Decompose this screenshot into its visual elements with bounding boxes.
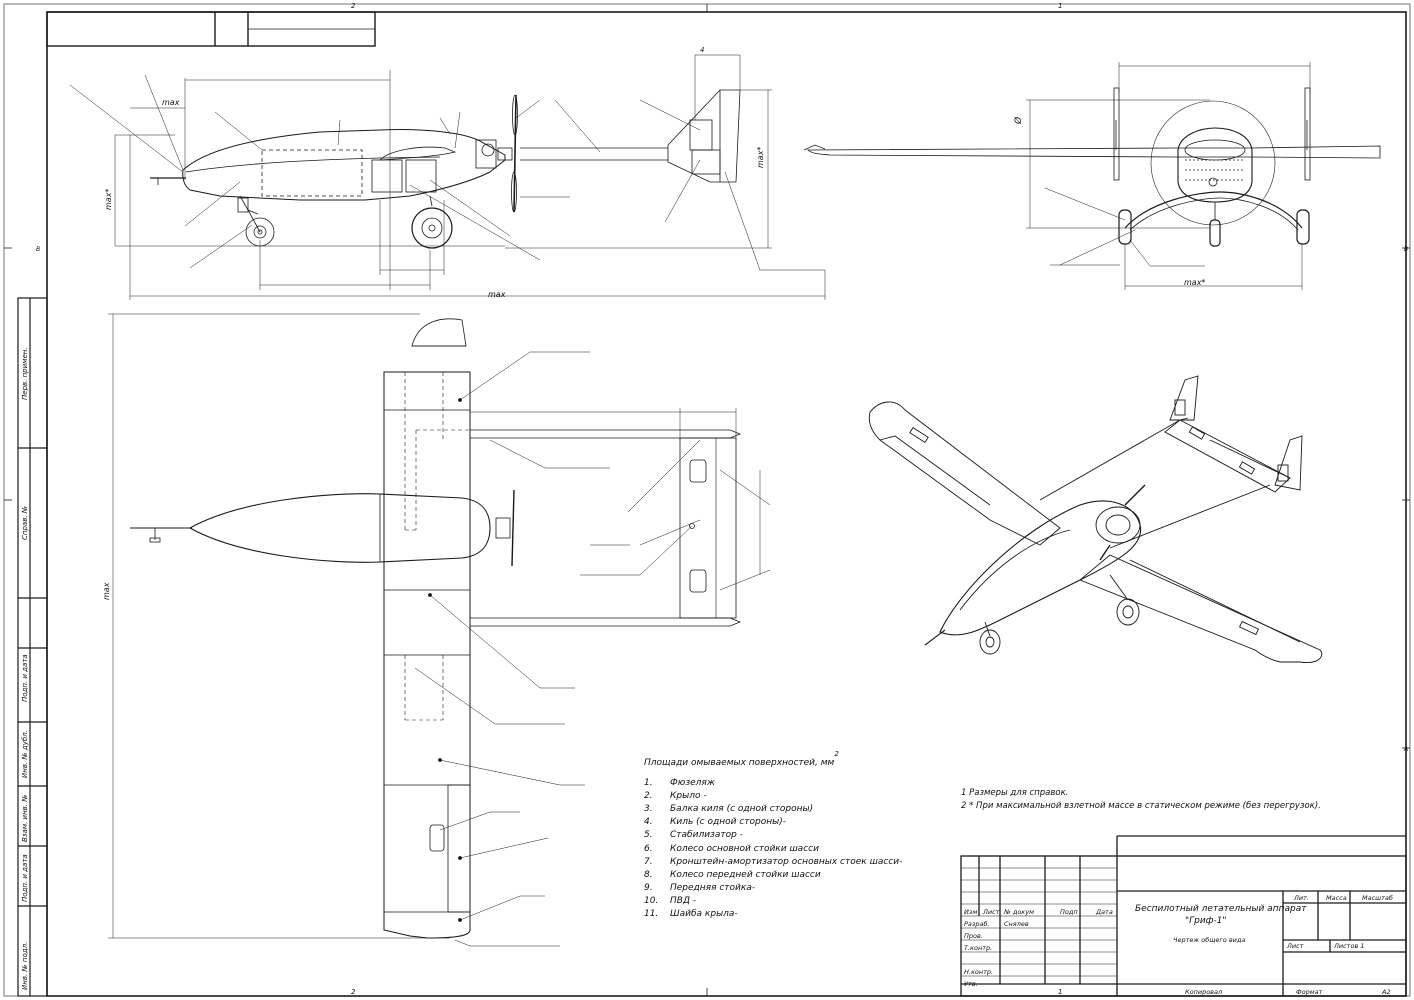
surface-area-item: 1.Фюзеляж — [644, 777, 715, 788]
front-view — [803, 62, 1381, 290]
tb-sheet-label: Лист — [1287, 942, 1304, 950]
note-2: 2 * При максимальной взлетной массе в ст… — [961, 801, 1321, 811]
tb-role-tech-control: Т.контр. — [964, 944, 993, 952]
tb-scale-label: Масштаб — [1362, 894, 1393, 902]
surface-area-item: 4.Киль (с одной стороны)- — [644, 817, 786, 828]
note-1: 1 Размеры для справок. — [961, 788, 1069, 798]
top-left-stamp — [46, 11, 376, 47]
tb-role-approved: Утв. — [964, 980, 978, 988]
side-tail-fin — [667, 89, 741, 183]
tb-role-developer: Разраб. — [964, 920, 990, 928]
binding-sign-date-2: Подп. и дата — [21, 854, 29, 902]
isometric-view — [868, 375, 1323, 663]
surface-area-item: 8.Колесо передней стойки шасси — [644, 869, 821, 880]
tb-lit-label: Лит. — [1294, 894, 1309, 902]
front-wing — [807, 145, 1381, 159]
dim-label-fragment-1: 4 — [700, 46, 705, 54]
dim-label-side-max-total: max — [488, 290, 506, 299]
tb-col-doc-no: № докум — [1004, 908, 1034, 916]
surface-area-item: 3.Балка киля (с одной стороны) — [644, 803, 814, 814]
tb-role-checked: Пров. — [964, 932, 983, 940]
zone-letter-left: B — [36, 246, 41, 253]
surface-areas-heading: Площади омываемых поверхностей, мм — [644, 758, 835, 768]
dim-label-tail-height: max* — [756, 146, 765, 168]
zone-number-bottom-right: 1 — [1058, 988, 1063, 996]
tb-product-name-line2: "Гриф-1" — [1185, 916, 1227, 926]
title-block-frame — [960, 835, 1407, 997]
technical-notes: 1 Размеры для справок. 2 * При максималь… — [961, 788, 1321, 814]
tb-col-izm: Изм — [964, 908, 978, 916]
zone-number-bottom-left: 2 — [351, 988, 356, 996]
surface-areas-heading-sup: 2 — [834, 750, 839, 758]
tb-col-date: Дата — [1096, 908, 1113, 916]
surface-area-item: 7.Кронштейн-амортизатор основных стоек ш… — [644, 856, 903, 867]
tb-mass-label: Масса — [1326, 894, 1347, 902]
iso-stabilizer — [1164, 419, 1291, 493]
binding-sign-date-1: Подп. и дата — [21, 654, 29, 702]
tb-copied-label: Копировал — [1185, 988, 1223, 996]
dim-label-wingspan: max — [102, 582, 111, 600]
zone-letter-right-b: B — [1404, 246, 1409, 253]
tb-format-value: А2 — [1382, 988, 1391, 996]
surface-area-item: 2.Крыло - — [644, 790, 707, 801]
tb-product-name-line1: Беспилотный летательный аппарат — [1135, 904, 1307, 914]
tb-role-norm-control: Н.контр. — [964, 968, 994, 976]
zone-number-top-right: 1 — [1058, 2, 1063, 10]
side-fuselage — [182, 129, 506, 201]
tb-doc-type: Чертеж общего вида — [1173, 936, 1246, 944]
binding-replace-inv-no: Взам. инв. № — [21, 794, 29, 842]
surface-area-item: 6.Колесо основной стойки шасси — [644, 843, 819, 854]
top-wing — [383, 371, 471, 939]
iso-right-wing — [1079, 554, 1323, 663]
dim-label-side-max-1: max — [162, 98, 180, 107]
dim-label-track: max* — [1184, 278, 1206, 287]
side-view — [69, 54, 826, 300]
tb-developer-name: Снялев — [1004, 920, 1029, 928]
tb-sheets-label: Листов 1 — [1334, 942, 1365, 950]
iso-left-wing — [868, 401, 1061, 546]
surface-area-item: 10.ПВД - — [644, 896, 697, 907]
tb-col-sign: Подп — [1060, 908, 1078, 916]
binding-first-use: Перв. примен. — [21, 347, 29, 400]
surface-area-item: 5.Стабилизатор - — [644, 830, 743, 841]
tb-format-label: Формат — [1296, 988, 1323, 996]
top-fuselage — [188, 493, 491, 563]
zone-letter-right-a: A — [1404, 746, 1409, 753]
iso-fuselage — [939, 500, 1142, 636]
top-stabilizer — [679, 437, 737, 619]
binding-orig-inv-no: Инв. № подл. — [21, 941, 29, 990]
zone-number-top-left: 2 — [351, 2, 356, 10]
binding-reference-no: Справ. № — [21, 505, 29, 540]
surface-area-item: 9.Передняя стойка- — [644, 883, 756, 894]
top-view — [108, 313, 771, 947]
tb-col-list: Лист — [983, 908, 1000, 916]
binding-dup-inv-no: Инв. № дубл. — [21, 730, 29, 778]
dim-label-side-height: max* — [104, 188, 113, 210]
side-binding-strip — [17, 297, 48, 997]
surface-area-item: 11.Шайба крыла- — [644, 909, 738, 920]
dim-label-prop-diameter: Ø — [1014, 116, 1024, 124]
